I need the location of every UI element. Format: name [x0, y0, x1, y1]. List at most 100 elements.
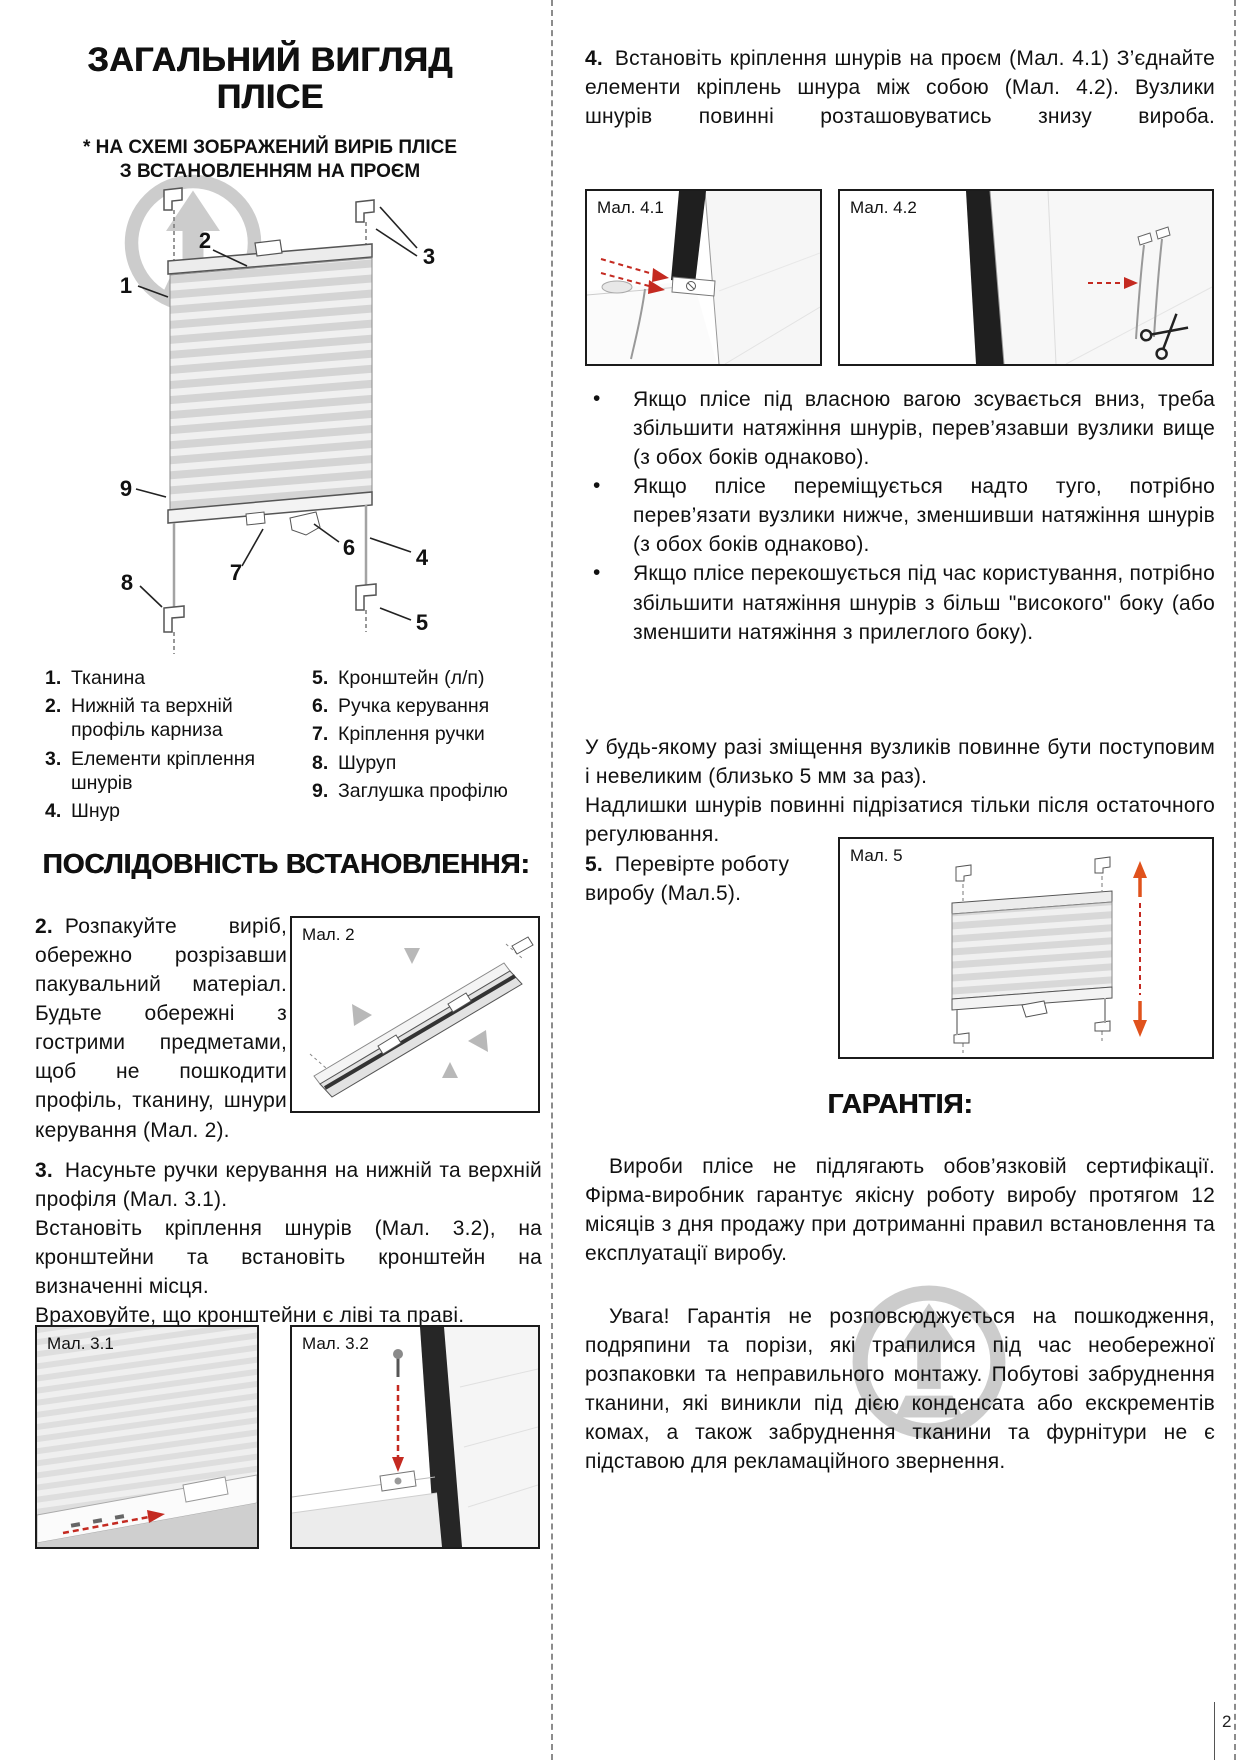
legend-item-number: 7.: [312, 723, 329, 746]
figure-3-2-illustration: [292, 1327, 538, 1547]
legend-item-number: 8.: [312, 751, 329, 774]
diagram-label-3: 3: [423, 244, 435, 269]
top-rail: [167, 243, 373, 275]
bullet-marker: •: [593, 387, 601, 410]
step-2-text: 2.Розпакуйте виріб, обережно розрізавши …: [35, 912, 287, 1145]
adjustment-note: У будь-якому разі зміщення вузликів пови…: [585, 733, 1215, 849]
legend-item-text: Шуруп: [338, 751, 397, 774]
step-4-number: 4.: [585, 47, 603, 70]
diagram-number-labels: 1 2 3 4 5 6 7 8 9: [120, 228, 435, 635]
figure-4-2: Мал. 4.2: [838, 189, 1214, 366]
bullet-text: Якщо плісе перекошується під час користу…: [633, 562, 1215, 644]
legend-item-text: Тканина: [71, 667, 146, 689]
figure-5: Мал. 5: [838, 837, 1214, 1059]
adjustment-bullet-list: • Якщо плісе під власною вагою зсуваєтьс…: [585, 385, 1215, 647]
sequence-section-title: ПОСЛІДОВНІСТЬ ВСТАНОВЛЕННЯ:: [42, 848, 530, 879]
step-2-number: 2.: [35, 915, 53, 938]
legend-item-number: 1.: [45, 667, 62, 689]
bullet-item: • Якщо плісе під власною вагою зсуваєтьс…: [585, 385, 1215, 472]
legend-item-text: Ручка керування: [338, 695, 490, 718]
diagram-label-4: 4: [416, 545, 429, 570]
diagram-label-2: 2: [199, 228, 211, 253]
legend-item: 8. Шуруп: [312, 751, 542, 775]
step-3-body-1: Насуньте ручки керування на нижній та ве…: [35, 1159, 542, 1212]
figure-2: Мал. 2: [290, 916, 540, 1113]
figure-3-2: Мал. 3.2: [290, 1325, 540, 1549]
assembly-arrow-icons: [352, 948, 488, 1078]
figure-3-1-label: Мал. 3.1: [47, 1334, 114, 1353]
bullet-item: • Якщо плісе перекошується під час корис…: [585, 559, 1215, 646]
cords: [172, 505, 368, 608]
figure-5-label: Мал. 5: [850, 846, 903, 865]
diagram-label-9: 9: [120, 476, 132, 501]
page-title-line2: ПЛІСЕ: [216, 77, 324, 116]
leader-lines: [135, 206, 418, 621]
bullet-text: Якщо плісе під власною вагою зсувається …: [633, 388, 1215, 470]
legend-item: 4. Шнур: [45, 799, 290, 823]
warranty-section-title: ГАРАНТІЯ:: [827, 1088, 973, 1119]
step-5-text: 5.Перевірте роботу виробу (Мал.5).: [585, 850, 830, 908]
page-subtitle-line2: З ВСТАНОВЛЕННЯМ НА ПРОЄМ: [119, 161, 421, 183]
step-5-number: 5.: [585, 853, 603, 876]
warranty-paragraph-1: Вироби плісе не підлягають обов’язковій …: [585, 1155, 1215, 1266]
legend-item: 3. Елементи кріплення шнурів: [45, 747, 290, 795]
diagram-label-8: 8: [121, 570, 133, 595]
page-footer-rule: [1214, 1702, 1215, 1760]
figure-3-2-label: Мал. 3.2: [302, 1334, 369, 1353]
legend-item-number: 5.: [312, 667, 329, 689]
step-3-text: 3.Насуньте ручки керування на нижній та …: [35, 1156, 542, 1330]
figure-4-1-label: Мал. 4.1: [597, 198, 664, 217]
figure-4-1: Мал. 4.1: [585, 189, 822, 366]
legend-item-number: 6.: [312, 695, 329, 718]
legend-item: 7. Кріплення ручки: [312, 722, 542, 746]
adjustment-note-para2: Надлишки шнурів повинні підрізатися тіль…: [585, 794, 1215, 847]
legend-item-text: Кріплення ручки: [338, 723, 485, 746]
step-2-body: Розпакуйте виріб, обережно розрізавши па…: [35, 915, 287, 1142]
screw-icon: [393, 1349, 403, 1359]
handle-mount: [245, 511, 266, 526]
step-3-number: 3.: [35, 1159, 53, 1182]
red-arrow-icon: [62, 1515, 150, 1535]
adjustment-note-para1: У будь-якому разі зміщення вузликів пови…: [585, 736, 1215, 789]
figure-3-1: Мал. 3.1: [35, 1325, 259, 1549]
page-subtitle: * НА СХЕМІ ЗОБРАЖЕНИЙ ВИРІБ ПЛІСЕ З ВСТА…: [35, 136, 505, 185]
top-handle: [254, 239, 283, 257]
figure-2-illustration: [309, 936, 534, 1098]
diagram-label-1: 1: [120, 273, 132, 298]
figure-4-2-label: Мал. 4.2: [850, 198, 917, 217]
red-arrow-icon: [600, 258, 654, 287]
bullet-marker: •: [593, 474, 601, 498]
legend-item: 9.Заглушка профілю: [312, 779, 542, 803]
diagram-label-5: 5: [416, 610, 428, 635]
page-number: 2: [1222, 1712, 1232, 1731]
legend-item-text: Заглушка профілю: [338, 779, 508, 802]
figure-3-1-illustration: [37, 1327, 257, 1547]
legend-item: 6. Ручка керування: [312, 694, 542, 718]
step-3-body-3: Враховуйте, що кронштейни є ліві та прав…: [35, 1304, 465, 1328]
step-3-body-2: Встановіть кріплення шнурів (Мал. 3.2), …: [35, 1217, 542, 1299]
legend-item-number: 4.: [45, 799, 62, 822]
step-5-body: Перевірте роботу виробу (Мал.5).: [585, 853, 790, 906]
bullet-item: • Якщо плісе переміщується надто туго, п…: [585, 472, 1215, 559]
legend-item-text: Елементи кріплення шнурів: [71, 747, 256, 794]
scissors-icon: [1139, 313, 1189, 360]
page-title: ЗАГАЛЬНИЙ ВИГЛЯД ПЛІСЕ: [35, 42, 505, 115]
diagram-label-7: 7: [230, 560, 242, 585]
bottom-rail: [167, 491, 373, 524]
legend-item: 1. Тканина: [45, 666, 290, 690]
warranty-paragraph-2: Увага! Гарантія не розповсюджується на п…: [585, 1305, 1215, 1474]
legend-column-right: 5.Кронштейн (л/п) 6.Ручка керування 7.Кр…: [312, 666, 542, 807]
mounting-dashed-lines: [173, 210, 367, 654]
diagram-label-6: 6: [343, 535, 355, 560]
right-edge-divider: [1234, 0, 1236, 1760]
bottom-brackets: [163, 583, 377, 633]
legend-item-text: Шнур: [71, 799, 121, 822]
step-4-body: Встановіть кріплення шнурів на проєм (Ма…: [585, 47, 1215, 129]
page-title-line1: ЗАГАЛЬНИЙ ВИГЛЯД: [87, 41, 453, 79]
step-4-text: 4.Встановіть кріплення шнурів на проєм (…: [585, 44, 1215, 131]
figure-4-1-illustration: [587, 191, 820, 364]
legend-item-number: 3.: [45, 747, 62, 770]
legend-column-left: 1.Тканина 2.Нижній та верхній профіль ка…: [45, 666, 290, 827]
bullet-text: Якщо плісе переміщується надто туго, пот…: [633, 475, 1215, 557]
